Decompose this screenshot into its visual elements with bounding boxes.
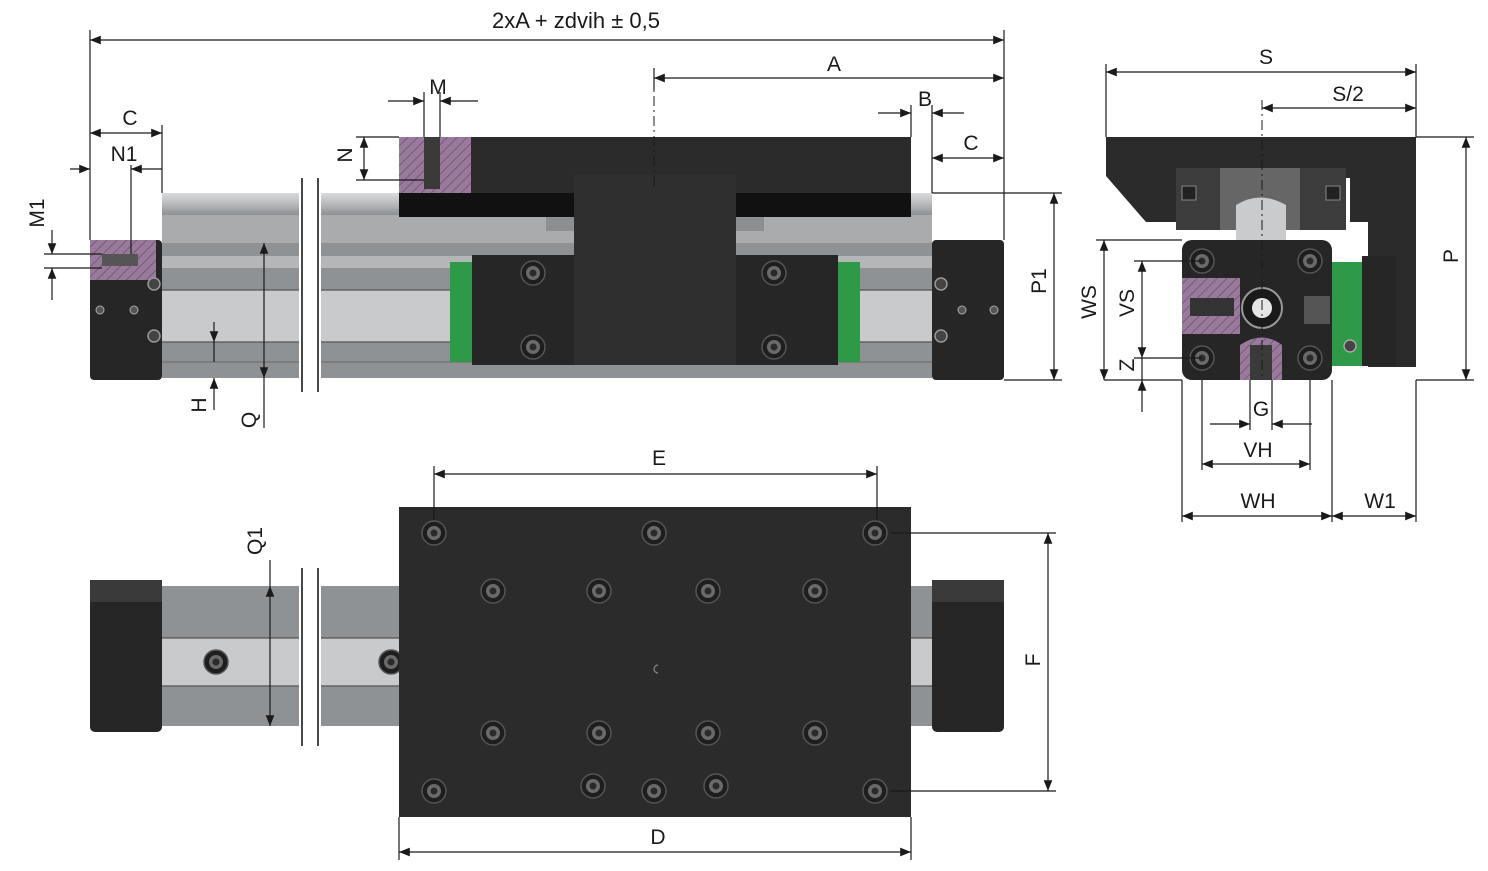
dim-M1: M1: [26, 198, 49, 227]
top-carriage-plate: [399, 507, 911, 817]
dim-P: P: [1440, 249, 1463, 263]
dim-B: B: [918, 88, 932, 111]
dim-C-left: C: [122, 107, 137, 130]
dim-D: D: [650, 826, 665, 849]
break-gap: [299, 180, 321, 390]
dim-VS: VS: [1116, 289, 1139, 317]
dim-WS: WS: [1078, 285, 1101, 319]
guide-wiper-left: [450, 262, 474, 362]
top-left-end-cap: [90, 580, 162, 732]
dim-N: N: [334, 147, 357, 162]
dim-VH: VH: [1243, 439, 1272, 462]
dim-P1: P1: [1028, 268, 1051, 294]
dim-C-right: C: [963, 132, 978, 155]
guide-block-right: [736, 255, 838, 365]
carriage-center-block: [574, 175, 736, 365]
dim-Z: Z: [1116, 358, 1139, 371]
front-view: [90, 76, 1004, 392]
dim-W1: W1: [1364, 490, 1396, 513]
dim-A: A: [827, 53, 841, 76]
top-right-end-cap: [932, 580, 1004, 732]
dim-N1: N1: [111, 143, 138, 166]
dimensions: 2xA + zdvih ± 0,5 A B C C N1 M1: [26, 8, 1474, 860]
dim-S-half: S/2: [1332, 83, 1364, 106]
dim-F: F: [1022, 654, 1045, 667]
right-end-cap: [932, 240, 1004, 380]
side-view: [1106, 100, 1416, 380]
dim-E: E: [652, 447, 666, 470]
dim-M: M: [429, 76, 447, 99]
dim-Q1: Q1: [244, 527, 267, 555]
dim-G: G: [1253, 398, 1269, 421]
top-view: [90, 507, 1004, 817]
dim-overall-length: 2xA + zdvih ± 0,5: [492, 8, 660, 33]
guide-wiper-right: [836, 262, 860, 362]
dim-WH: WH: [1241, 490, 1276, 513]
dim-H: H: [188, 397, 211, 412]
dim-S: S: [1259, 46, 1273, 69]
dim-Q: Q: [238, 412, 261, 428]
